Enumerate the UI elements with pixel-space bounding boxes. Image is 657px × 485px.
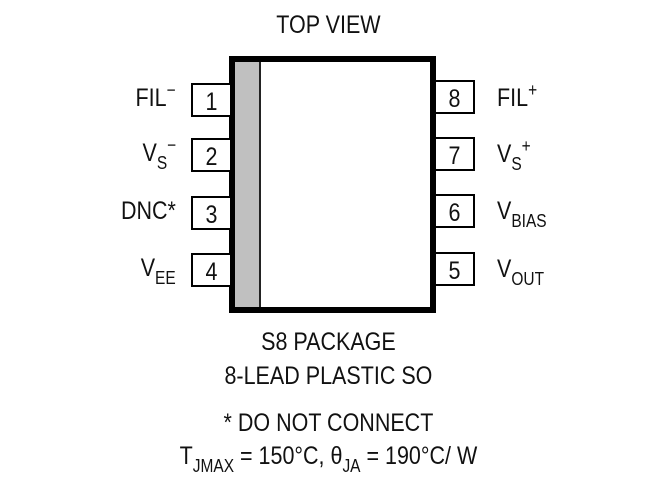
pin-7-label: VS+ [497,136,531,174]
pin-3-box: 3 [191,196,230,230]
pin-2-box: 2 [191,138,230,172]
pin-4-box: 4 [191,253,230,287]
pin1-indicator-stripe [235,62,261,307]
pin-6-box: 6 [436,194,475,228]
package-body [229,56,436,313]
pin-4-label: VEE [140,254,176,288]
pin-8-label: FIL+ [497,80,538,112]
package-description: 8-LEAD PLASTIC SO [224,362,433,390]
pin-8-box: 8 [436,80,475,114]
pin-number: 3 [205,201,218,229]
package-name: S8 PACKAGE [261,328,396,356]
pin-number: 8 [448,85,461,113]
diagram-title: TOP VIEW [276,11,381,39]
dnc-note: * DO NOT CONNECT [223,409,434,437]
pin-7-box: 7 [436,137,475,171]
pin-number: 4 [205,258,218,286]
pin-3-label: DNC* [121,197,176,225]
pin-number: 7 [448,142,461,170]
pin-1-box: 1 [191,83,230,117]
pin-number: 1 [205,88,218,116]
pin-number: 5 [448,257,461,285]
pin-number: 6 [448,199,461,227]
pin-1-label: FIL− [135,80,176,112]
pin-5-label: VOUT [497,255,545,289]
pin-2-label: VS− [142,135,176,173]
pin-5-box: 5 [436,252,475,286]
pin-6-label: VBIAS [497,197,547,231]
pin-number: 2 [205,143,218,171]
thermal-spec: TJMAX = 150°C, θJA = 190°C/ W [179,442,478,476]
